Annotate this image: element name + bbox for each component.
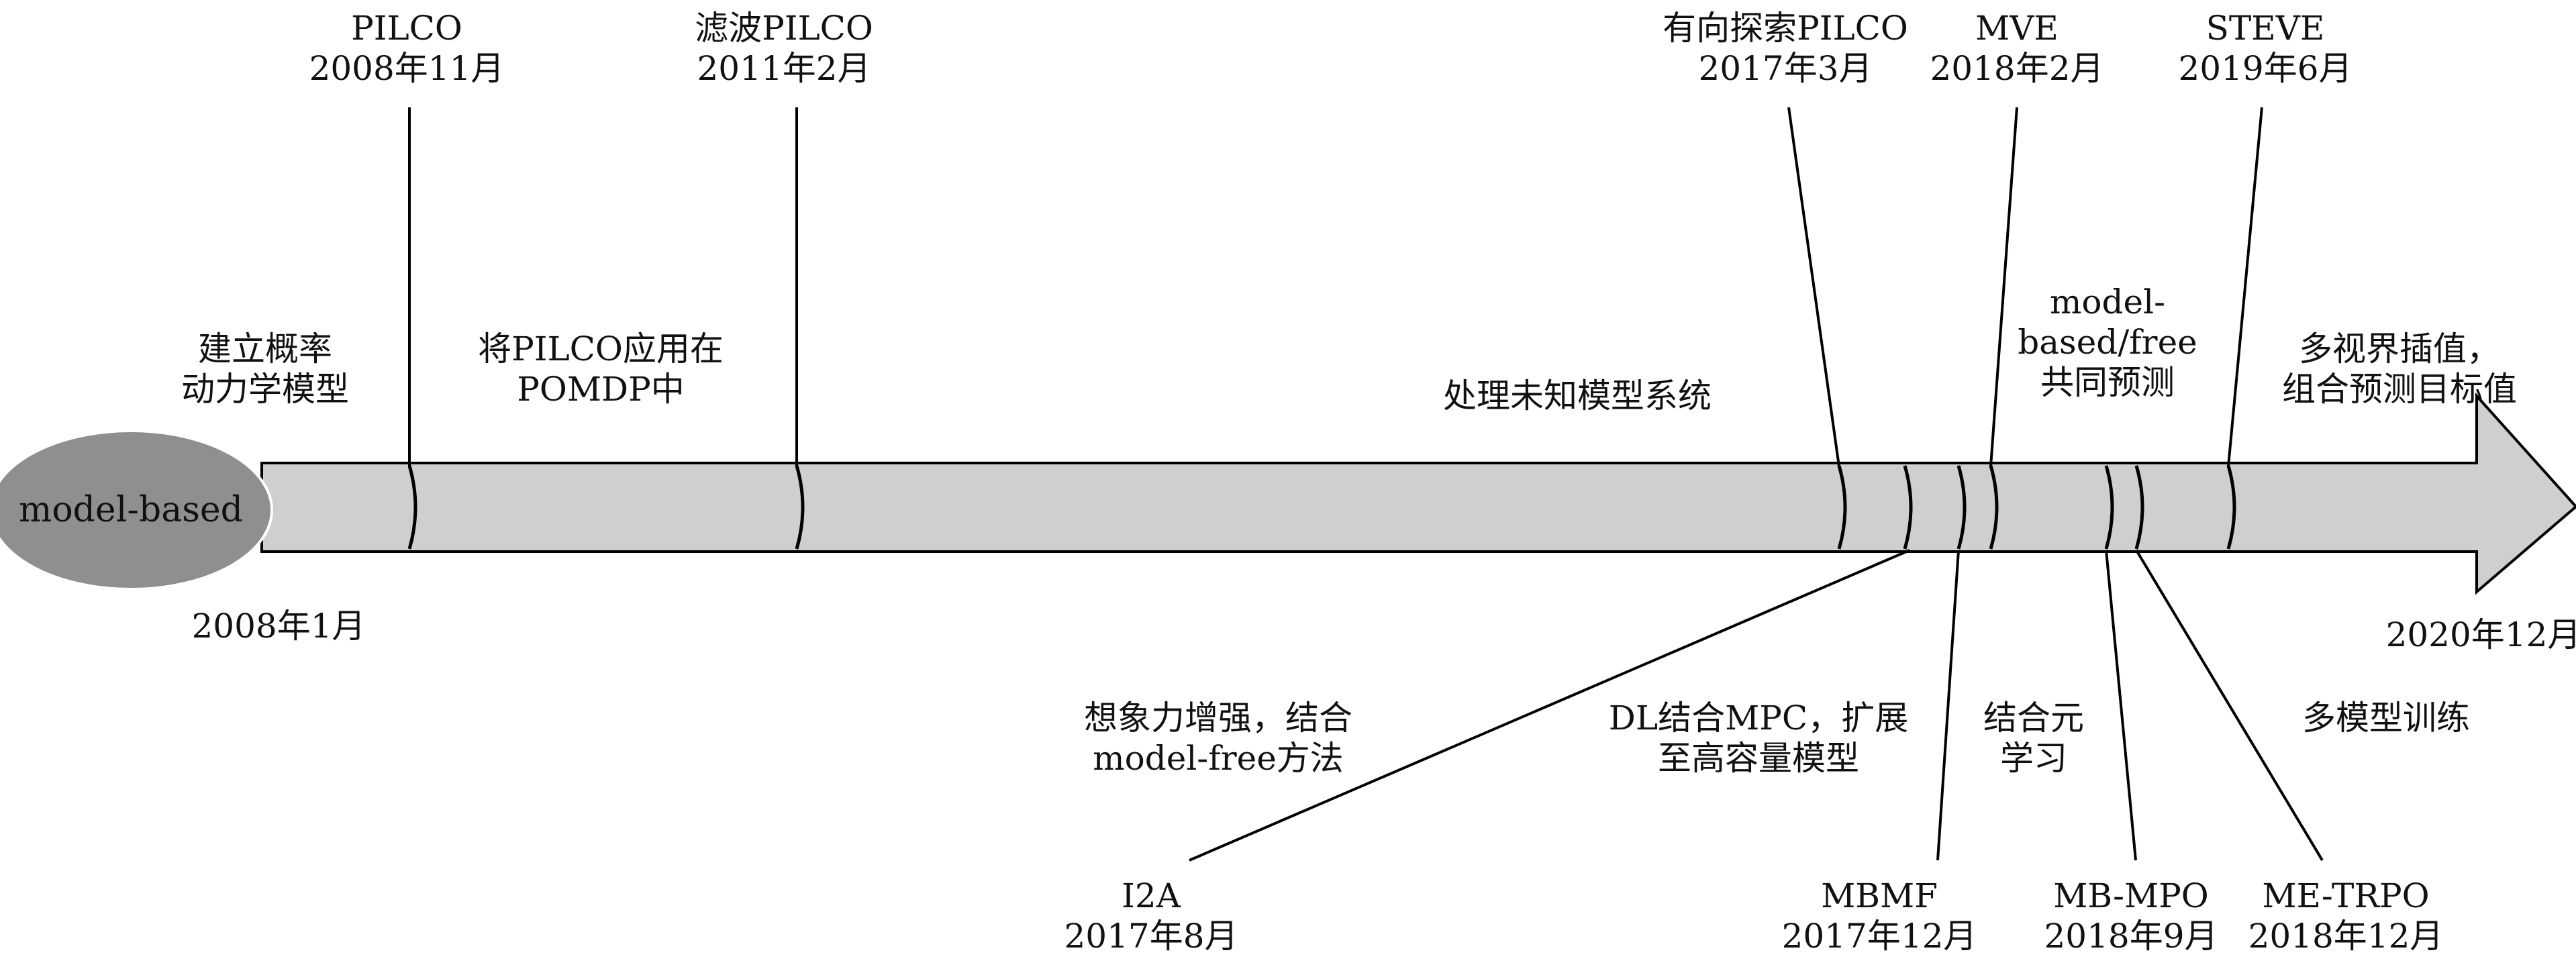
milestone-date: 2018年9月: [2044, 917, 2218, 956]
divider-mb-mpo: [2104, 465, 2114, 550]
description-meta-learning: 结合元 学习: [1983, 698, 2084, 778]
divider-directed-pilco: [1837, 465, 1847, 550]
milestone-directed-pilco: 有向探索PILCO 2017年3月: [1663, 8, 1908, 89]
milestone-date: 2017年12月: [1781, 917, 1977, 956]
description-unknown-model: 处理未知模型系统: [1443, 376, 1712, 416]
description-line: 组合预测目标值: [2282, 370, 2517, 409]
description-line: model-free方法: [1093, 739, 1344, 778]
description-dl-mpc: DL结合MPC，扩展 至高容量模型: [1609, 698, 1908, 778]
milestone-mve: MVE 2018年2月: [1930, 8, 2103, 89]
divider-pilco: [407, 465, 417, 550]
milestone-date: 2017年8月: [1064, 917, 1238, 956]
milestone-name: 有向探索PILCO: [1663, 9, 1908, 48]
leader-i2a: [1189, 549, 1910, 862]
description-multi-horizon: 多视界插值， 组合预测目标值: [2282, 329, 2517, 409]
milestone-date: 2017年3月: [1698, 49, 1873, 88]
milestone-date: 2011年2月: [697, 49, 871, 88]
milestone-name: PILCO: [351, 9, 462, 48]
description-line: 想象力增强，结合: [1084, 699, 1352, 737]
description-line: DL结合MPC，扩展: [1608, 699, 1909, 737]
leader-mbmf: [1936, 550, 1960, 861]
divider-me-trpo: [2134, 465, 2144, 550]
milestone-steve: STEVE 2019年6月: [2178, 8, 2352, 89]
milestone-name: STEVE: [2206, 9, 2325, 48]
description-line: POMDP中: [517, 370, 685, 409]
milestone-name: MBMF: [1821, 876, 1938, 915]
description-line: 动力学模型: [181, 370, 349, 409]
leader-lines: [408, 107, 2324, 862]
milestone-mbmf: MBMF 2017年12月: [1782, 876, 1977, 956]
description-line: model-: [2049, 283, 2165, 321]
description-line: 学习: [2000, 739, 2067, 778]
milestone-name: MVE: [1975, 9, 2059, 48]
milestone-pilco: PILCO 2008年11月: [309, 8, 505, 89]
description-imagination: 想象力增强，结合 model-free方法: [1084, 698, 1352, 778]
milestone-mb-mpo: MB-MPO 2018年9月: [2044, 876, 2218, 956]
milestone-date: 2019年6月: [2178, 49, 2352, 88]
divider-mve: [1989, 465, 1999, 550]
divider-i2a: [1903, 465, 1913, 550]
milestone-dividers: [407, 465, 2236, 550]
leader-mve: [1989, 107, 2018, 467]
end-date-label: 2020年12月: [2385, 615, 2576, 654]
milestone-i2a: I2A 2017年8月: [1064, 876, 1238, 956]
description-multi-model: 多模型训练: [2302, 698, 2470, 738]
origin-ellipse: [0, 429, 273, 591]
milestone-filter-pilco: 滤波PILCO 2011年2月: [695, 8, 873, 89]
leader-directed-pilco: [1787, 107, 1840, 467]
timeline-arrow: [260, 392, 2576, 595]
description-line: 共同预测: [2040, 363, 2175, 402]
milestone-me-trpo: ME-TRPO 2018年12月: [2248, 876, 2444, 956]
description-probabilistic-model: 建立概率 动力学模型: [181, 329, 349, 409]
description-line: 处理未知模型系统: [1443, 376, 1712, 415]
description-line: 建立概率: [198, 329, 332, 368]
divider-steve: [2226, 465, 2236, 550]
divider-filter-pilco: [795, 465, 805, 550]
origin-label: model-based: [19, 490, 243, 530]
milestone-date: 2018年2月: [1930, 49, 2104, 88]
milestone-name: I2A: [1122, 876, 1181, 915]
start-date-label: 2008年1月: [191, 607, 366, 646]
leader-steve: [2227, 107, 2263, 467]
description-pomdp: 将PILCO应用在 POMDP中: [478, 329, 724, 409]
milestone-name: 滤波PILCO: [695, 9, 873, 48]
milestone-name: MB-MPO: [2053, 876, 2209, 915]
description-line: 多视界插值，: [2299, 329, 2500, 368]
divider-mbmf: [1956, 465, 1967, 550]
milestone-date: 2008年11月: [309, 49, 505, 88]
description-line: 结合元: [1983, 699, 2084, 737]
description-line: 至高容量模型: [1657, 739, 1859, 778]
milestone-date: 2018年12月: [2248, 917, 2444, 956]
description-line: based/free: [2018, 323, 2197, 362]
description-line: 将PILCO应用在: [478, 329, 724, 368]
description-line: 多模型训练: [2302, 699, 2470, 737]
description-joint-prediction: model- based/free 共同预测: [2018, 282, 2197, 403]
milestone-name: ME-TRPO: [2262, 876, 2430, 915]
leader-mb-mpo: [2105, 550, 2137, 861]
leader-me-trpo: [2135, 549, 2324, 862]
